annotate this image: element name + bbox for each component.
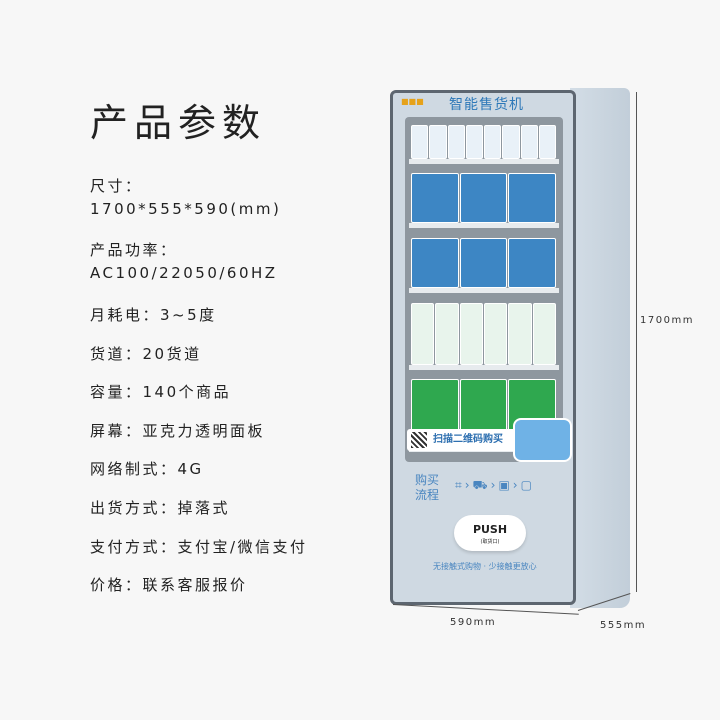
product-item xyxy=(435,303,459,365)
qr-banner-text: 扫描二维码购买 xyxy=(433,434,503,445)
product-item xyxy=(538,125,556,159)
spec-payment: 支付方式：支付宝/微信支付 xyxy=(90,538,308,556)
machine-title: 智能售货机 xyxy=(449,97,524,113)
face-mask-image xyxy=(513,418,572,462)
product-item xyxy=(484,303,508,365)
product-item xyxy=(411,173,459,223)
spec-size-label: 尺寸： xyxy=(90,177,143,195)
vending-machine-image: ■■■ 智能售货机 扫描二维码购买 购买流程 ⌗›⛟›▣›▢ PUSH(取货口)… xyxy=(390,90,576,605)
product-item xyxy=(447,125,465,159)
spec-price: 价格：联系客服报价 xyxy=(90,576,248,594)
brand-logo: ■■■ xyxy=(401,97,424,106)
product-item xyxy=(411,303,435,365)
product-item xyxy=(508,303,532,365)
slogan: 无接触式购物 · 少接触更放心 xyxy=(433,562,537,571)
product-item xyxy=(465,125,483,159)
product-item xyxy=(532,303,556,365)
qr-code-icon xyxy=(411,432,427,448)
push-door: PUSH(取货口) xyxy=(454,515,526,551)
spec-power-value: AC100/22050/60HZ xyxy=(90,264,278,282)
spec-delivery: 出货方式：掉落式 xyxy=(90,499,231,517)
spec-lanes: 货道：20货道 xyxy=(90,345,202,363)
product-item xyxy=(508,238,556,288)
spec-power-label: 产品功率： xyxy=(90,241,178,259)
push-label: PUSH xyxy=(472,523,508,536)
shelf xyxy=(409,223,559,228)
spec-screen: 屏幕：亚克力透明面板 xyxy=(90,422,266,440)
flow-steps-icons: ⌗›⛟›▣›▢ xyxy=(455,478,535,492)
depth-dimension: 555mm xyxy=(600,620,647,631)
shelf xyxy=(409,159,559,164)
height-dimension: 1700mm xyxy=(640,315,694,326)
flow-label: 购买流程 xyxy=(415,473,440,502)
product-item xyxy=(459,173,508,223)
product-item xyxy=(484,125,502,159)
product-item xyxy=(508,173,556,223)
product-item xyxy=(411,125,429,159)
product-item xyxy=(459,238,508,288)
product-item xyxy=(502,125,520,159)
qr-banner: 扫描二维码购买 xyxy=(407,429,529,451)
shelf xyxy=(409,365,559,370)
spec-consumption: 月耗电：3~5度 xyxy=(90,306,217,324)
product-window xyxy=(405,117,563,462)
machine-side-panel xyxy=(570,88,630,608)
spec-size-value: 1700*555*590(mm) xyxy=(90,200,282,218)
product-item xyxy=(459,303,483,365)
page-title: 产品参数 xyxy=(90,101,267,145)
spec-capacity: 容量：140个商品 xyxy=(90,383,232,401)
product-item xyxy=(411,238,459,288)
height-dimension-line xyxy=(636,92,637,592)
product-item xyxy=(429,125,447,159)
product-item xyxy=(520,125,538,159)
spec-network: 网络制式：4G xyxy=(90,460,204,478)
width-dimension: 590mm xyxy=(450,617,497,628)
width-dimension-line xyxy=(392,604,579,615)
shelf xyxy=(409,288,559,293)
